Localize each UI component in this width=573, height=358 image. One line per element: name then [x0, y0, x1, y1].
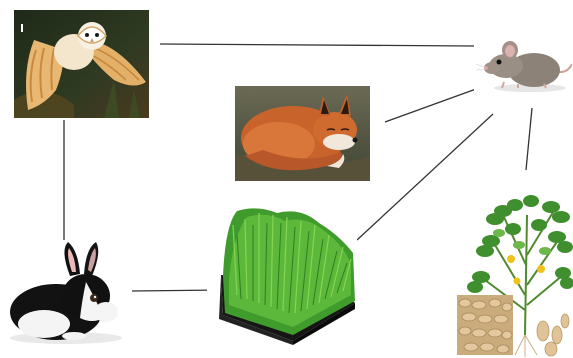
mouse-photo: [474, 30, 572, 96]
wheatgrass-tray-photo: [207, 195, 357, 345]
link-owl-mouse: [160, 44, 474, 46]
rabbit-photo: [4, 240, 124, 345]
link-mouse-peanut: [526, 108, 532, 170]
link-fox-mouse: [385, 89, 476, 122]
peanut-plant-illustration: [455, 185, 573, 358]
red-fox-photo: [235, 86, 370, 181]
barn-owl-photo: [14, 10, 149, 118]
